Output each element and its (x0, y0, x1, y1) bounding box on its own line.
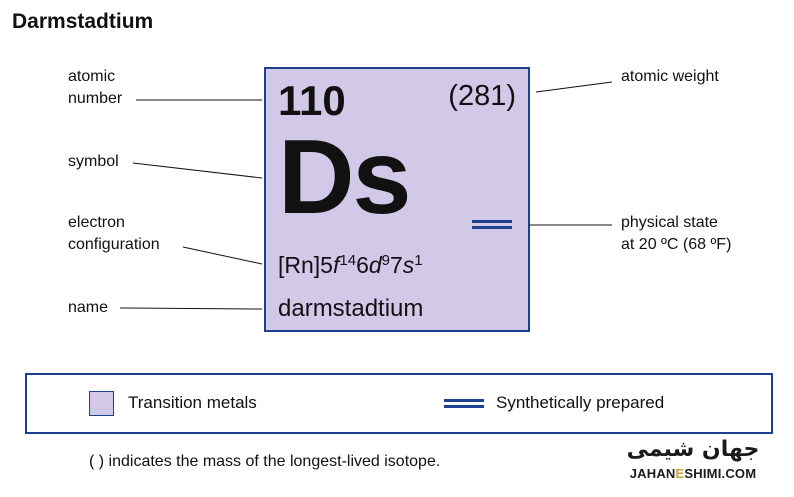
label-electron-configuration: electron configuration (68, 212, 160, 256)
atomic-weight: (281) (448, 80, 516, 112)
leader-atomic-weight (535, 81, 613, 93)
transition-metals-swatch (89, 391, 114, 416)
label-electron-configuration-line2: configuration (68, 236, 160, 253)
synthetic-state-legend-icon (444, 399, 484, 409)
page-title: Darmstadtium (12, 10, 154, 33)
footnote: ( ) indicates the mass of the longest-li… (89, 453, 441, 470)
electron-configuration: [Rn]5f146d97s1 (278, 252, 423, 278)
label-electron-configuration-line1: electron (68, 214, 125, 231)
label-physical-state: physical state at 20 ºC (68 ºF) (621, 212, 731, 256)
legend-category-label: Transition metals (128, 393, 257, 412)
leader-name (119, 307, 263, 310)
leader-electron-configuration (182, 246, 263, 265)
label-atomic-weight: atomic weight (621, 68, 719, 85)
element-symbol: Ds (278, 118, 412, 236)
atomic-number: 110 (278, 77, 346, 124)
label-atomic-number-line1: atomic (68, 68, 116, 85)
label-physical-state-line1: physical state (621, 214, 718, 231)
leader-symbol (132, 162, 263, 179)
jahaneshimi-logo: جهان شیمی JAHANESHIMI.COM (613, 437, 773, 487)
element-tile: 110 (281) Ds [Rn]5f146d97s1 darmstadtium (264, 67, 530, 332)
label-symbol: symbol (68, 153, 119, 170)
element-name: darmstadtium (278, 295, 424, 322)
logo-english-text: JAHANESHIMI.COM (629, 466, 757, 481)
label-name: name (68, 299, 109, 316)
label-physical-state-line2: at 20 ºC (68 ºF) (621, 236, 732, 253)
logo-arabic-text: جهان شیمی (626, 437, 760, 462)
label-atomic-number-line2: number (68, 90, 123, 107)
synthetic-state-icon (472, 220, 512, 230)
legend-state-label: Synthetically prepared (496, 393, 665, 412)
label-atomic-number: atomic number (68, 66, 122, 110)
legend-box: Transition metals Synthetically prepared (25, 373, 773, 434)
